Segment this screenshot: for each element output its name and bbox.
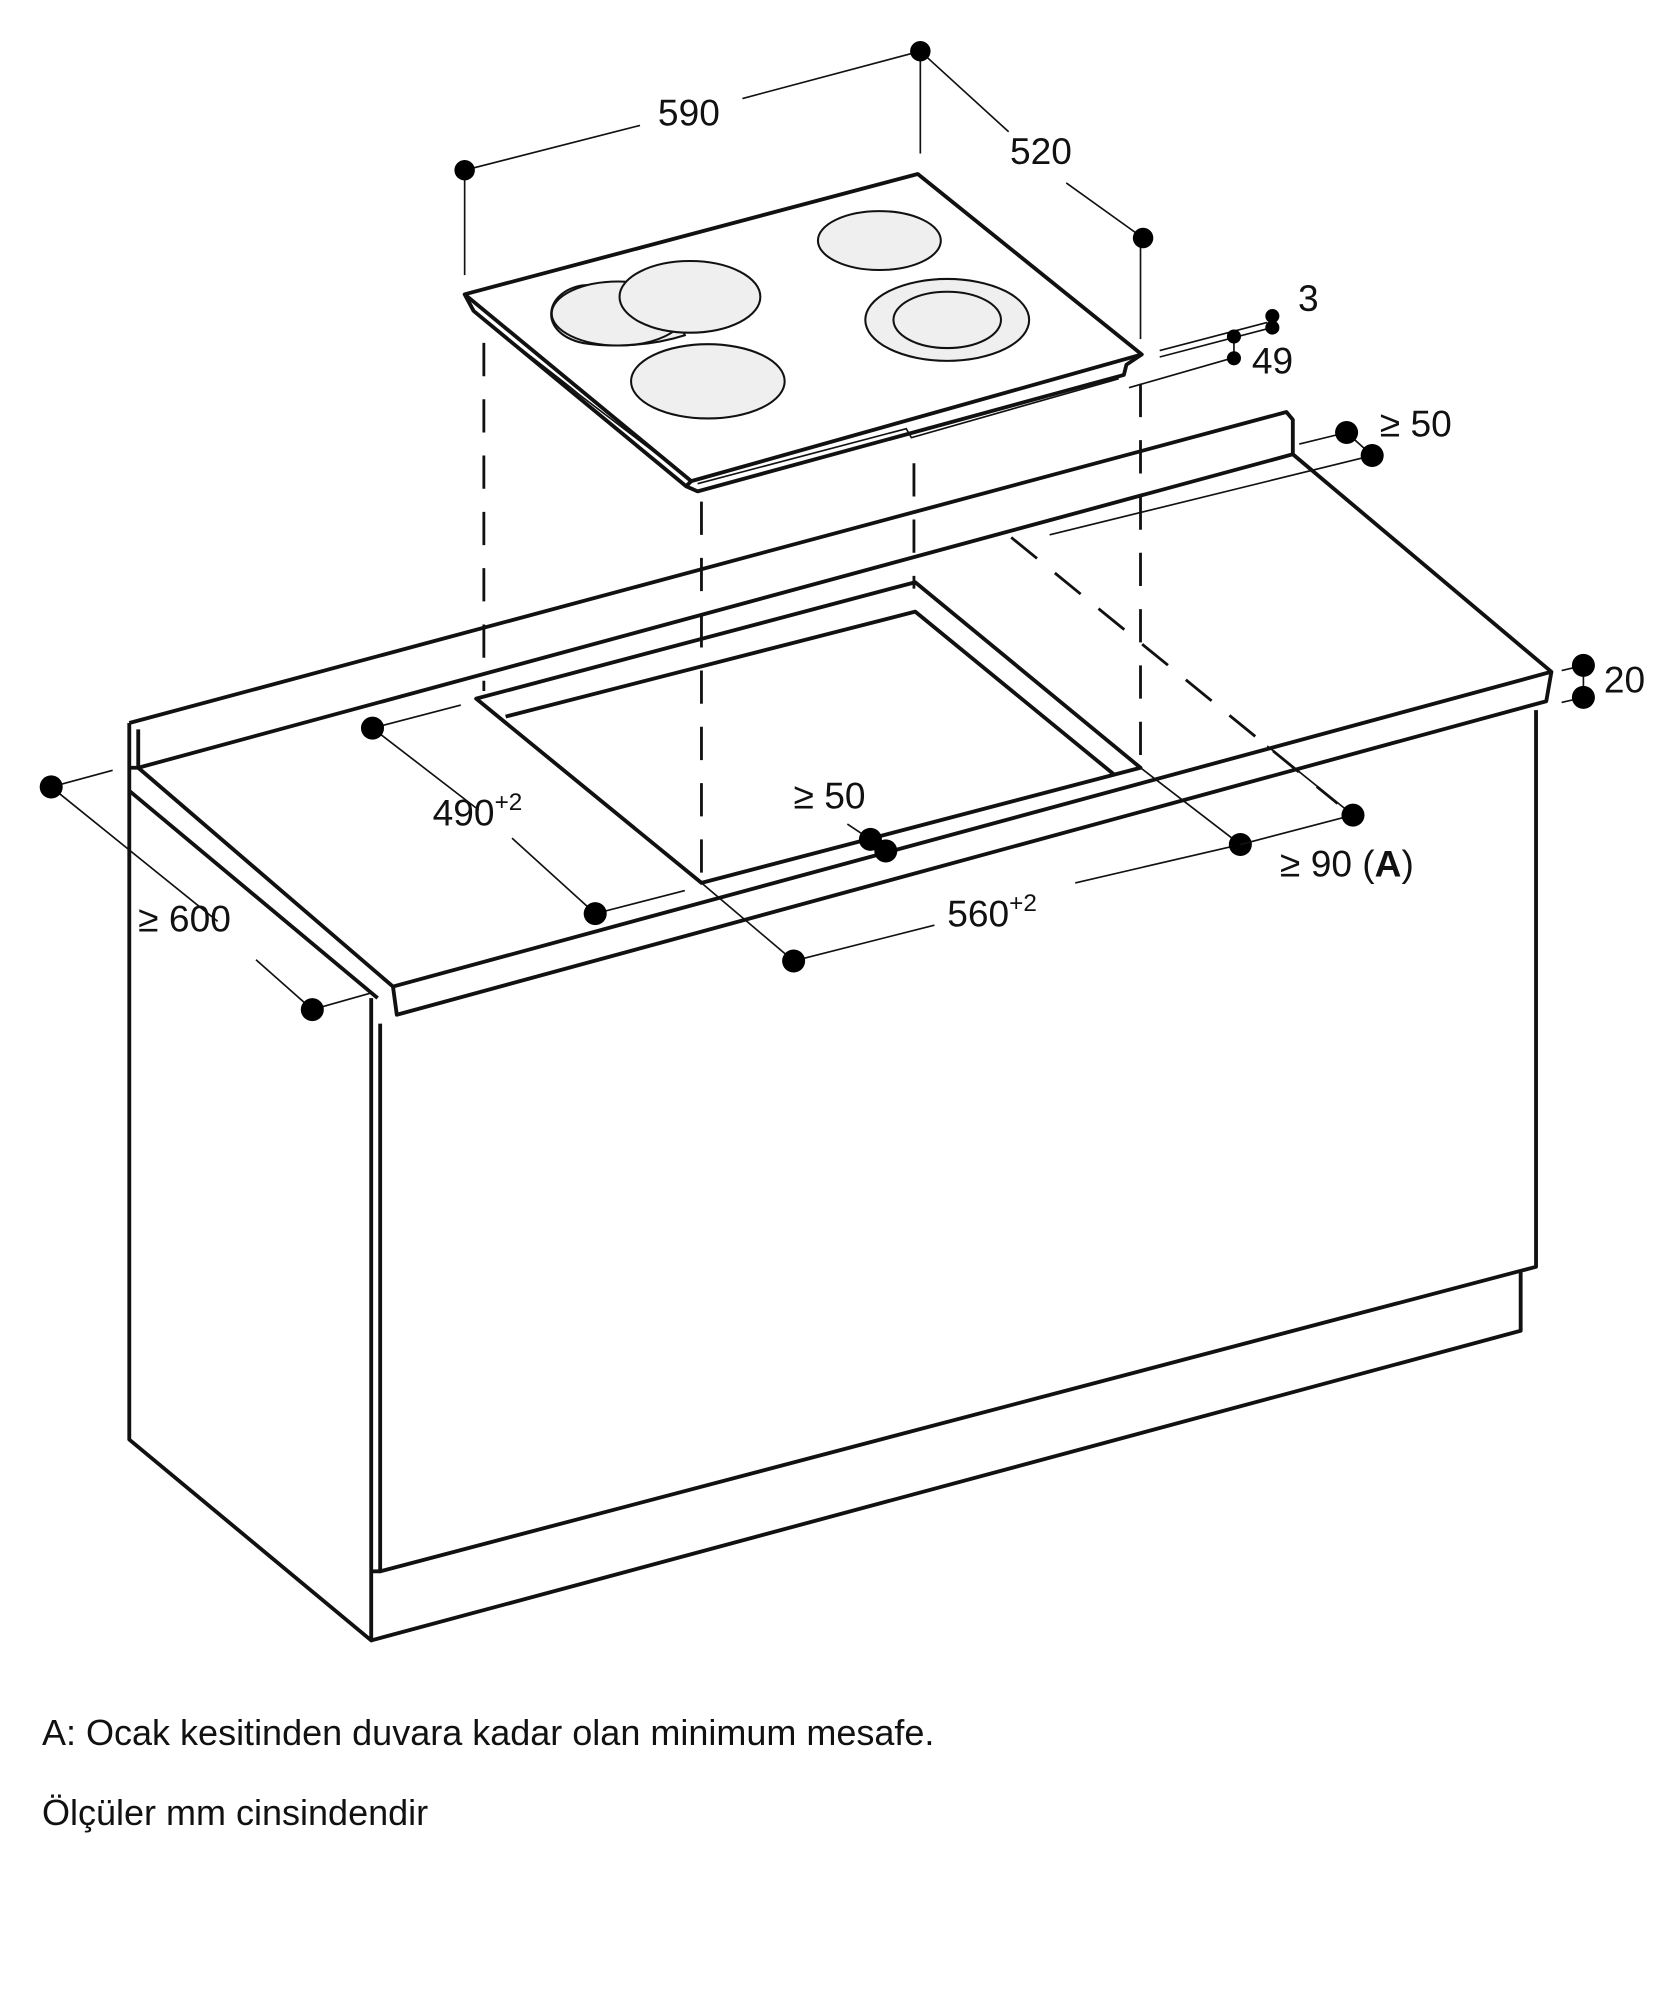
dimension-front-clearance-label: ≥ 50 [794, 775, 866, 817]
worktop-front [391, 671, 1554, 1017]
dimension-side-clearance: ≥ 90 (A) [1240, 745, 1414, 885]
dimension-cabinet-depth: ≥ 600 [39, 769, 372, 1022]
dimension-point [1226, 351, 1241, 366]
cabinet-front [378, 710, 1538, 1574]
units-note: Ölçüler mm cinsindendir [42, 1792, 429, 1833]
cabinet-plinth [370, 1270, 1523, 1643]
hob [462, 172, 1144, 494]
cabinet [127, 410, 1554, 1643]
dimension-installation-height: 49 [1252, 340, 1293, 382]
burner-front-left [630, 343, 786, 420]
dimension-glass-thickness: 3 [1298, 277, 1319, 319]
dimension-worktop-thickness: 20 [1561, 653, 1645, 709]
dimension-point [1265, 309, 1280, 324]
dimension-cutout-depth-label: 490+2 [433, 789, 523, 833]
hob-front-edge [462, 293, 693, 489]
dimension-cutout-depth: 490+2 [360, 704, 686, 926]
dimension-hob: 590 520 [454, 40, 1154, 340]
dimension-rear-clearance: ≥ 50 [1049, 402, 1452, 536]
dimension-cutout-width: 560+2 [700, 767, 1252, 973]
dimension-point [1226, 329, 1241, 344]
backsplash [127, 410, 1295, 770]
dimension-cabinet-depth-label: ≥ 600 [138, 898, 231, 940]
hob-frame-left [483, 319, 667, 462]
burner-dual-inner [892, 290, 1003, 350]
dimension-hob-width: 590 [658, 91, 720, 133]
dimension-side-clearance-label: ≥ 90 (A) [1280, 843, 1414, 885]
burner-rear-left [618, 260, 762, 334]
dimension-point [910, 40, 931, 62]
dimension-point [1132, 227, 1154, 249]
dimension-worktop-thickness-label: 20 [1604, 658, 1645, 700]
burner-rear-right [816, 210, 942, 272]
hob-frame-front [697, 377, 1119, 485]
cabinet-side [127, 767, 374, 1643]
dimension-rear-clearance-label: ≥ 50 [1380, 402, 1452, 444]
dimension-front-clearance: ≥ 50 [794, 775, 898, 863]
dimension-height: 3 49 [1128, 277, 1319, 389]
hob-glass-top [462, 172, 1144, 484]
hob-underside [685, 352, 1143, 494]
dimension-point [454, 159, 475, 181]
dimension-point [1265, 320, 1280, 335]
legend-note-a: A: Ocak kesitinden duvara kadar olan min… [42, 1712, 935, 1753]
worktop-surface [136, 452, 1554, 989]
dimension-cutout-width-label: 560+2 [947, 890, 1037, 934]
dimension-hob-depth: 520 [1010, 130, 1072, 172]
